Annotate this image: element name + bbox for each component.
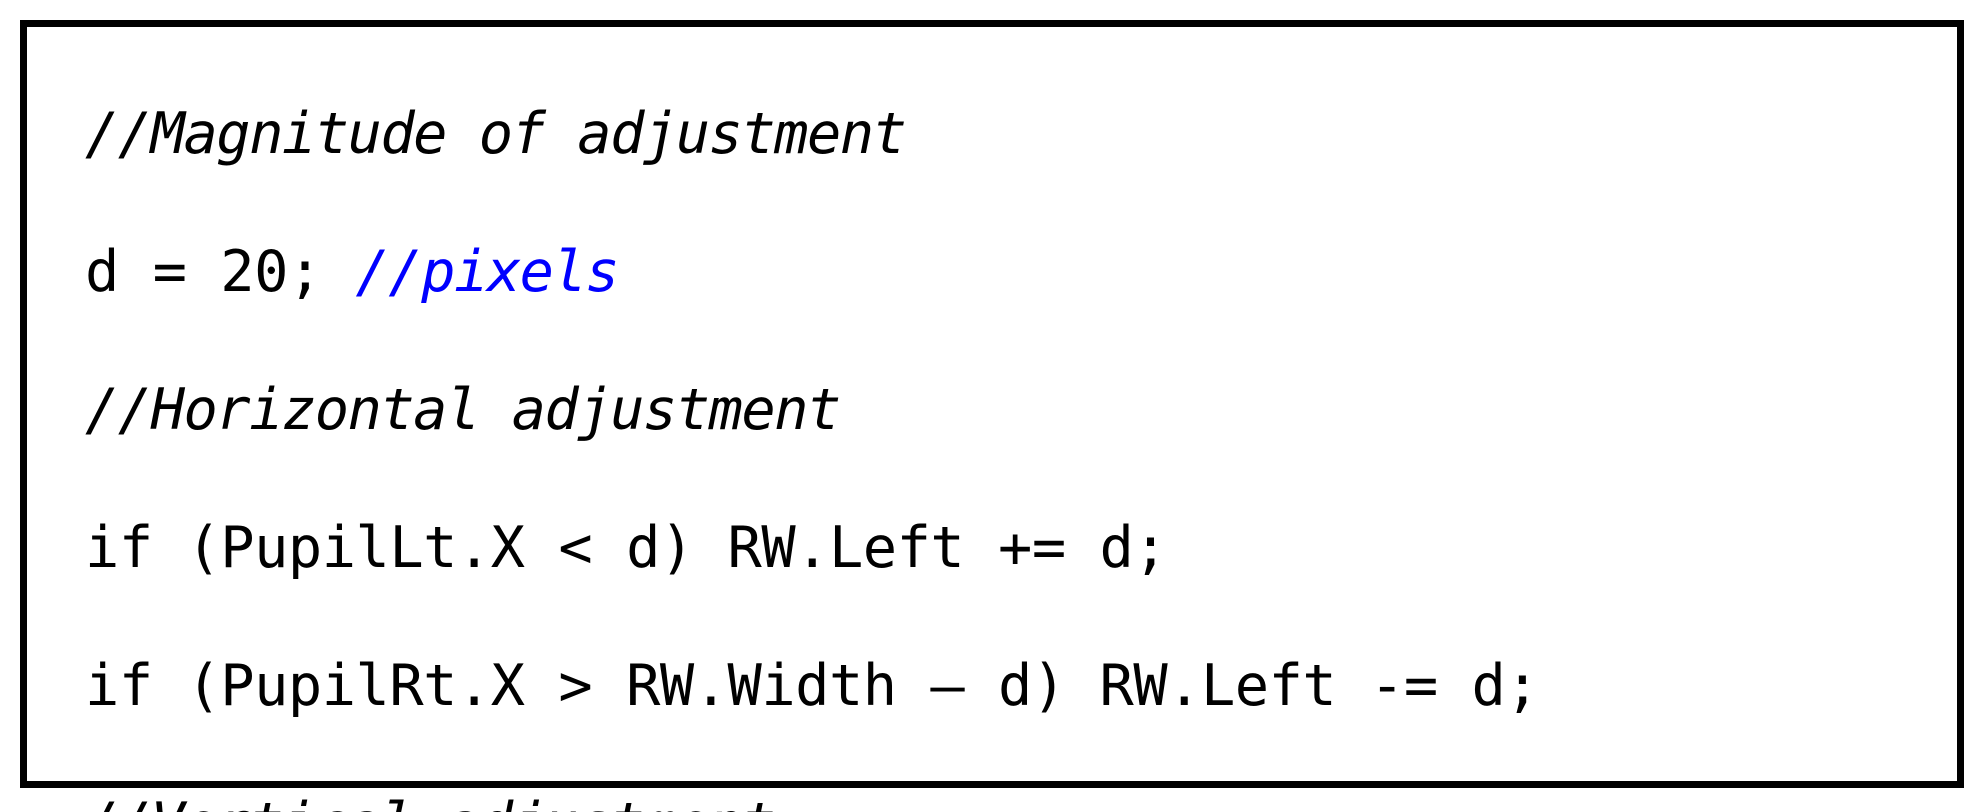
- code-comment: //Magnitude of adjustment: [85, 101, 907, 167]
- code-line: d = 20; //pixels: [85, 238, 1949, 307]
- code-comment: //Horizontal adjustment: [85, 377, 841, 443]
- code-line: //Magnitude of adjustment: [85, 100, 1949, 169]
- code-statement: if (PupilRt.X > RW.Width – d) RW.Left -=…: [85, 653, 1540, 719]
- code-line: //Horizontal adjustment: [85, 376, 1949, 445]
- code-line: //Vertical adjustment: [85, 790, 1949, 812]
- code-statement: if (PupilLt.X < d) RW.Left += d;: [85, 515, 1168, 581]
- code-line: if (PupilRt.X > RW.Width – d) RW.Left -=…: [85, 652, 1949, 721]
- code-line: if (PupilLt.X < d) RW.Left += d;: [85, 514, 1949, 583]
- code-comment-highlighted: //pixels: [355, 239, 620, 305]
- code-statement: d = 20;: [85, 239, 356, 305]
- code-listing-frame: //Magnitude of adjustment d = 20; //pixe…: [20, 20, 1964, 812]
- code-comment: //Vertical adjustment: [85, 791, 776, 812]
- code-listing: //Magnitude of adjustment d = 20; //pixe…: [85, 100, 1949, 812]
